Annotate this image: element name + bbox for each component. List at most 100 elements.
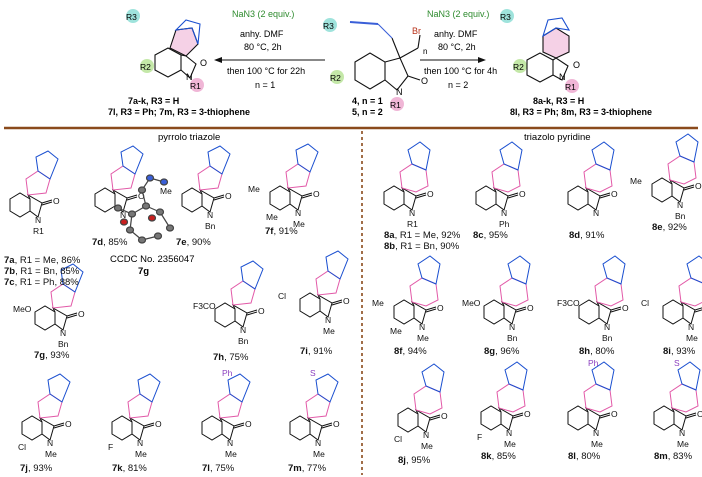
mol-8i-ring-sub: Cl <box>641 298 649 308</box>
compound-label-8b: 8b, R1 = Bn, 90% <box>384 241 460 252</box>
mol-7h-n-atom: N <box>240 325 246 335</box>
mol-8h-n-atom: N <box>604 322 610 332</box>
compound-label-7h: 7h, 75% <box>213 352 249 363</box>
mol-8h-ring-sub: F3CO <box>557 298 580 308</box>
right-then: then 100 °C for 4h <box>424 66 497 76</box>
br-atom: Br <box>412 26 421 36</box>
mol-8j-o-atom: O <box>441 411 448 421</box>
mol-7f-ring-sub: Me <box>248 184 260 194</box>
mol-7i-o-atom: O <box>343 296 350 306</box>
mol-8c-o-atom: O <box>519 189 526 199</box>
compound-label-8c: 8c, 95% <box>473 230 508 241</box>
mol-7i-n1-sub: Me <box>323 326 335 336</box>
mol-8m-o-atom: O <box>697 409 702 419</box>
mol-8g-n-atom: N <box>509 322 515 332</box>
mol-7f-n-atom: N <box>295 208 301 218</box>
compound-label-8h: 8h, 80% <box>579 346 615 357</box>
label-4: 4, n = 1 <box>352 96 383 106</box>
compound-label-8m: 8m, 83% <box>654 451 693 462</box>
mol-7k-ring-sub2: F <box>108 442 113 452</box>
product-8-general <box>500 9 579 93</box>
crystal-structure-image <box>113 174 175 244</box>
mol-8m-n1-sub: Me <box>677 439 689 449</box>
r2-label: R2 <box>330 73 341 83</box>
mol-8g-ring-sub: MeO <box>462 298 481 308</box>
mol-7j-o-atom: O <box>65 419 72 429</box>
compound-label-7c: 7c, R1 = Ph, 88% <box>4 277 79 288</box>
mol-7j-n-atom: N <box>47 438 53 448</box>
mol-8e-ring-sub: Me <box>630 176 642 186</box>
p7-o: O <box>200 58 207 68</box>
mol-7f-n1-sub: Me <box>293 219 305 229</box>
p7-r2: R2 <box>140 62 151 72</box>
mol-7f-o-atom: O <box>313 189 320 199</box>
mol-8k-ring-sub2: F <box>477 432 482 442</box>
compound-label-7a: 7a, R1 = Me, 86% <box>4 255 81 266</box>
right-arrow <box>420 57 486 63</box>
compound-label-7g: 7g, 93% <box>34 350 70 361</box>
mol-8e-n1-sub: Bn <box>675 211 686 221</box>
compound-label-7e: 7e, 90% <box>176 237 211 248</box>
mol-7e-n1-sub: Bn <box>205 221 216 231</box>
mol-7m-o-atom: O <box>333 419 340 429</box>
mol-8c: O NPh <box>475 141 526 229</box>
left-solvent: anhy. DMF <box>240 29 284 39</box>
mol-7l-n1-sub: Me <box>225 449 237 459</box>
starting-material <box>323 18 421 111</box>
compound-label-8i: 8i, 93% <box>663 346 696 357</box>
mol-7a-n1-sub: R1 <box>33 226 44 236</box>
mol-8l-o-atom: O <box>611 409 618 419</box>
mol-8k-o-atom: O <box>524 409 531 419</box>
mol-8c-n1-sub: Ph <box>499 219 510 229</box>
mol-7k-o-atom: O <box>155 419 162 429</box>
compound-label-8f: 8f, 94% <box>394 346 427 357</box>
r3-label: R3 <box>323 21 334 31</box>
mol-8f-ring-sub: Me <box>372 298 384 308</box>
product-7-general <box>126 9 204 92</box>
mol-8j-n1-sub: Me <box>421 441 433 451</box>
mol-7g-o-atom: O <box>78 309 85 319</box>
mol-8e-o-atom: O <box>695 181 702 191</box>
compound-label-7f: 7f, 91% <box>265 226 298 237</box>
n-index: n <box>423 47 427 56</box>
right-temp: 80 °C, 2h <box>438 42 476 52</box>
compound-label-7b: 7b, R1 = Bn, 85% <box>4 266 80 277</box>
mol-7g-ring-sub: MeO <box>13 304 32 314</box>
mol-7d-n-atom: N <box>120 210 126 220</box>
compound-label-8l: 8l, 80% <box>568 451 601 462</box>
left-temp: 80 °C, 2h <box>244 42 282 52</box>
section-right-label: triazolo pyridine <box>524 132 591 143</box>
mol-7l-r3-sub: Ph <box>222 368 233 378</box>
mol-7h-n1-sub: Bn <box>238 336 249 346</box>
mol-8l-r3-sub: Ph <box>588 358 599 368</box>
mol-7g-n1-sub: Bn <box>58 339 69 349</box>
right-n: n = 2 <box>448 80 468 90</box>
p8-o: O <box>573 60 580 70</box>
mol-8c-n-atom: N <box>501 208 507 218</box>
mol-7d: ON <box>94 145 145 220</box>
mol-8f-n-atom: N <box>419 322 425 332</box>
mol-8a-n1-sub: R1 <box>407 219 418 229</box>
compound-label-8j: 8j, 95% <box>398 455 431 466</box>
mol-8f-ring-sub2: Me <box>390 326 402 336</box>
mol-7m-n-atom: N <box>315 438 321 448</box>
mol-7h-ring-sub: F3CO <box>193 301 216 311</box>
left-reagent: NaN3 (2 equiv.) <box>232 9 294 19</box>
compound-label-7i: 7i, 91% <box>300 346 333 357</box>
mol-7l-n-atom: N <box>227 438 233 448</box>
mol-7i-ring-sub: Cl <box>278 291 286 301</box>
section-left-label: pyrrolo triazole <box>158 132 220 143</box>
mol-8f-n1-sub: Me <box>417 333 429 343</box>
p8-r2: R2 <box>513 62 524 72</box>
